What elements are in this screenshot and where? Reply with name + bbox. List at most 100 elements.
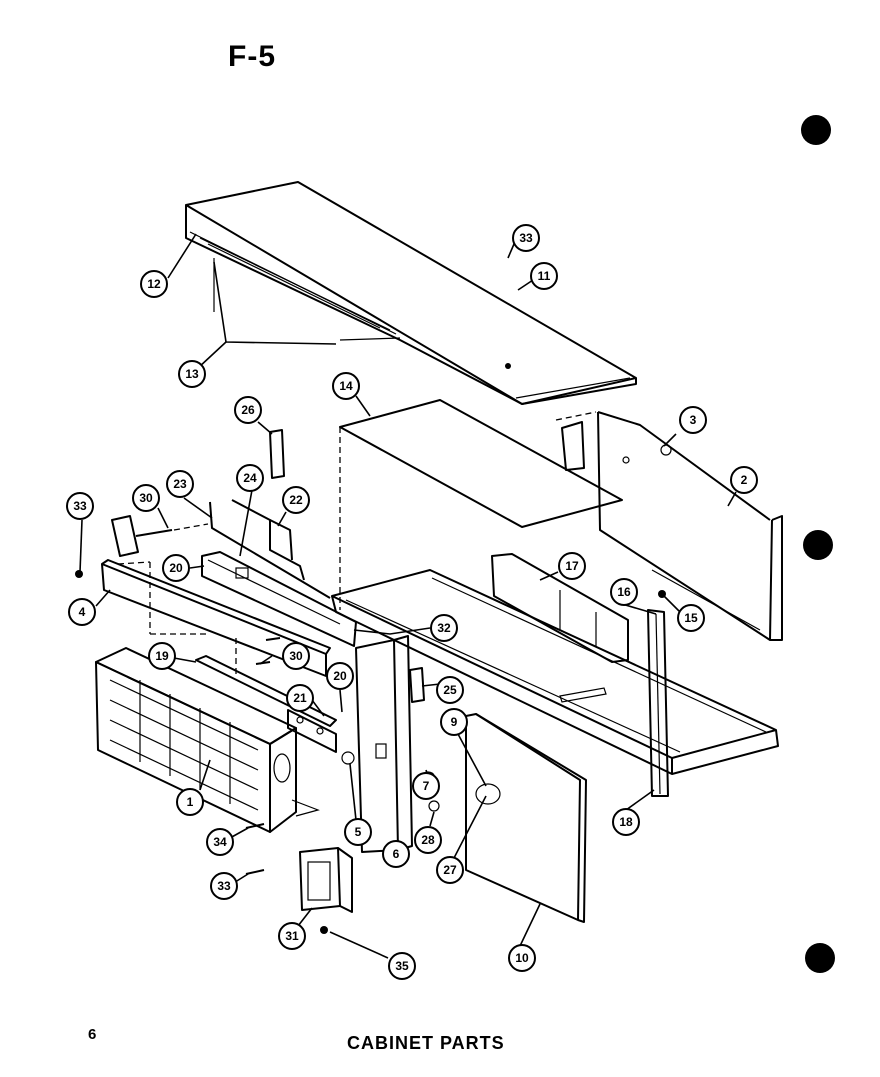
callout-7: 7 xyxy=(412,772,440,800)
part-control-panel xyxy=(201,551,357,647)
callout-32: 32 xyxy=(430,614,458,642)
callout-6: 6 xyxy=(382,840,410,868)
callout-16-label: 16 xyxy=(617,585,631,599)
callout-31-label: 31 xyxy=(285,929,299,943)
part-side-panel xyxy=(555,411,783,641)
callout-33-top-label: 33 xyxy=(519,231,533,245)
callout-33-left: 33 xyxy=(66,492,94,520)
part-small-bracket xyxy=(269,429,285,479)
callout-24: 24 xyxy=(236,464,264,492)
callout-18-label: 18 xyxy=(619,815,633,829)
part-switch-plate xyxy=(287,709,337,753)
callout-21-label: 21 xyxy=(293,691,307,705)
callout-15-label: 15 xyxy=(684,611,698,625)
callout-11-label: 11 xyxy=(538,269,551,283)
callout-33-top: 33 xyxy=(512,224,540,252)
part-front-grille xyxy=(95,647,320,833)
diagram-caption: CABINET PARTS xyxy=(347,1033,505,1053)
callout-20-upper-label: 20 xyxy=(169,561,183,575)
part-control-bracket xyxy=(209,499,331,599)
callout-11: 11 xyxy=(530,262,558,290)
callout-14: 14 xyxy=(332,372,360,400)
callout-10: 10 xyxy=(508,944,536,972)
callout-12: 12 xyxy=(140,270,168,298)
callout-23-label: 23 xyxy=(173,477,187,491)
callout-4: 4 xyxy=(68,598,96,626)
part-top-cover xyxy=(185,181,637,405)
callout-7-label: 7 xyxy=(423,779,430,793)
figure-label: F-5 xyxy=(228,40,276,73)
callout-22: 22 xyxy=(282,486,310,514)
callout-20-upper: 20 xyxy=(162,554,190,582)
binder-hole-bottom xyxy=(805,943,835,973)
part-duct-bracket xyxy=(299,847,353,913)
page-number: 6 xyxy=(88,1026,97,1043)
part-front-panel xyxy=(465,713,587,923)
callout-18: 18 xyxy=(612,808,640,836)
screws xyxy=(75,363,672,934)
callout-13-label: 13 xyxy=(185,367,199,381)
callout-30-lower: 30 xyxy=(282,642,310,670)
callout-5: 5 xyxy=(344,818,372,846)
callout-2-label: 2 xyxy=(741,473,748,487)
callout-5-label: 5 xyxy=(355,825,362,839)
binder-hole-middle xyxy=(803,530,833,560)
callout-25: 25 xyxy=(436,676,464,704)
callout-9: 9 xyxy=(440,708,468,736)
part-front-bar xyxy=(101,559,331,677)
callout-33-left-label: 33 xyxy=(73,499,87,513)
callout-1: 1 xyxy=(176,788,204,816)
callout-26: 26 xyxy=(234,396,262,424)
callout-3-label: 3 xyxy=(690,413,697,427)
leader-lines xyxy=(79,233,737,959)
callout-6-label: 6 xyxy=(393,847,400,861)
part-trim-strip xyxy=(195,638,337,727)
callout-3: 3 xyxy=(679,406,707,434)
callout-25-label: 25 xyxy=(443,683,457,697)
part-knob xyxy=(111,515,209,557)
callout-22-label: 22 xyxy=(289,493,303,507)
callout-19: 19 xyxy=(148,642,176,670)
callout-19-label: 19 xyxy=(155,649,169,663)
callout-16: 16 xyxy=(610,578,638,606)
callout-4-label: 4 xyxy=(79,605,86,619)
callout-27: 27 xyxy=(436,856,464,884)
part-door-frame xyxy=(355,635,425,853)
callout-21: 21 xyxy=(286,684,314,712)
callout-1-label: 1 xyxy=(187,795,194,809)
binder-hole-top xyxy=(801,115,831,145)
callout-17-label: 17 xyxy=(565,559,579,573)
callout-28: 28 xyxy=(414,826,442,854)
callout-26-label: 26 xyxy=(241,403,255,417)
callout-34-label: 34 xyxy=(213,835,227,849)
callout-20-lower: 20 xyxy=(326,662,354,690)
callout-10-label: 10 xyxy=(515,951,529,965)
part-rail-bracket xyxy=(491,553,629,663)
callout-15: 15 xyxy=(677,604,705,632)
callout-23: 23 xyxy=(166,470,194,498)
part-insulation-sheet xyxy=(339,399,623,610)
callout-33-bottom: 33 xyxy=(210,872,238,900)
callout-34: 34 xyxy=(206,828,234,856)
part-vertical-channel xyxy=(647,609,669,797)
callout-30-upper: 30 xyxy=(132,484,160,512)
callout-31: 31 xyxy=(278,922,306,950)
callout-20-lower-label: 20 xyxy=(333,669,347,683)
callout-9-label: 9 xyxy=(451,715,458,729)
callout-13: 13 xyxy=(178,360,206,388)
callout-33-bottom-label: 33 xyxy=(217,879,231,893)
callout-12-label: 12 xyxy=(147,277,161,291)
callout-30-upper-label: 30 xyxy=(139,491,153,505)
part-base-pan xyxy=(331,569,779,775)
callout-27-label: 27 xyxy=(443,863,457,877)
callout-28-label: 28 xyxy=(421,833,435,847)
callout-24-label: 24 xyxy=(243,471,257,485)
callout-17: 17 xyxy=(558,552,586,580)
callout-14-label: 14 xyxy=(339,379,353,393)
callout-35: 35 xyxy=(388,952,416,980)
callout-2: 2 xyxy=(730,466,758,494)
callout-32-label: 32 xyxy=(437,621,451,635)
callout-30-lower-label: 30 xyxy=(289,649,303,663)
